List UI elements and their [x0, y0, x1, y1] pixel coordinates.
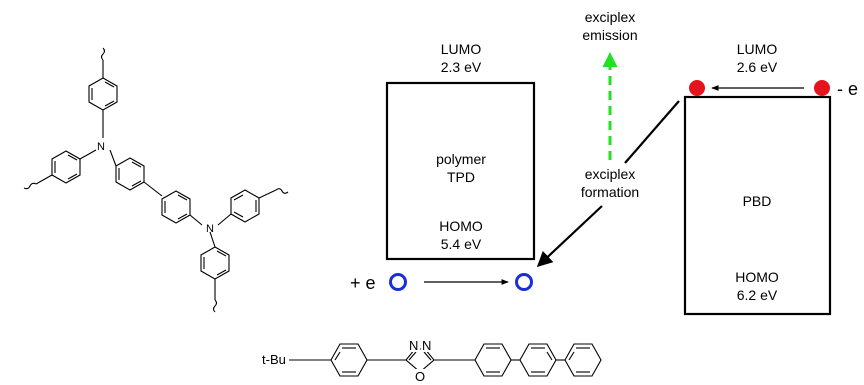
pbd-homo-value: 6.2 eV: [737, 287, 778, 303]
hole-label: + e: [350, 273, 376, 293]
polymer-homo-value: 5.4 eV: [441, 236, 482, 252]
n1-backdrop: [408, 338, 420, 352]
oxadiazole-n1: N: [409, 338, 418, 353]
pbd-lumo-value: 2.6 eV: [737, 59, 778, 75]
formation-arrow-to-hole: [536, 205, 603, 268]
polymer-lumo-label: LUMO: [441, 41, 482, 57]
pbd-tbu-label: t-Bu: [262, 352, 286, 367]
exciplex-formation-line1: exciplex: [585, 166, 636, 182]
polymer-name-line2: TPD: [447, 169, 475, 185]
hole-start-icon: [389, 273, 407, 291]
pbd-name: PBD: [743, 193, 772, 209]
electron-end-icon: [689, 80, 705, 96]
exciplex-emission-line1: exciplex: [585, 9, 636, 25]
polymer-lumo-value: 2.3 eV: [441, 59, 482, 75]
pbd-molecule-structure: [289, 343, 602, 377]
exciplex-emission-line2: emission: [582, 27, 637, 43]
o-backdrop: [414, 369, 426, 382]
exciplex-formation-line2: formation: [581, 184, 639, 200]
pbd-lumo-label: LUMO: [737, 41, 778, 57]
hole-end-icon: [515, 273, 533, 291]
tpd-n-top: N: [97, 141, 105, 153]
polymer-homo-label: HOMO: [439, 218, 483, 234]
n2-backdrop: [421, 338, 433, 352]
pbd-homo-label: HOMO: [735, 269, 779, 285]
tpd-polymer-structure: [23, 47, 289, 313]
electron-start-icon: [814, 80, 830, 96]
tpd-n-bottom: N: [206, 223, 214, 235]
polymer-tpd-box: [385, 81, 536, 261]
polymer-name-line1: polymer: [436, 151, 486, 167]
electron-label: - e: [837, 79, 858, 99]
pbd-box: [683, 95, 832, 316]
formation-arrow-from-electron: [624, 100, 680, 164]
oxadiazole-n2: N: [422, 338, 431, 353]
oxadiazole-o: O: [415, 369, 425, 384]
